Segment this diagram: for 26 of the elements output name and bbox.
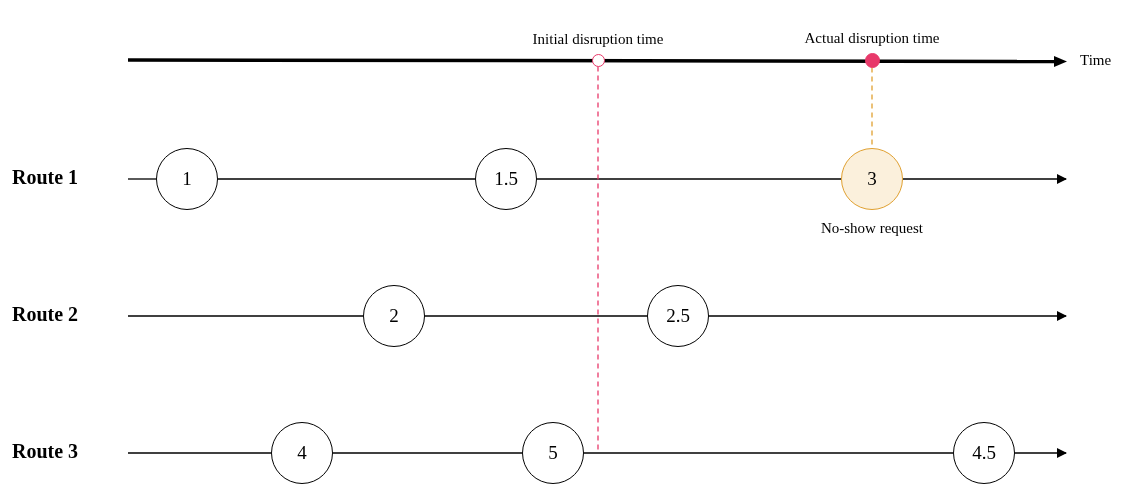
route-line	[583, 452, 954, 454]
route-line	[536, 178, 842, 180]
event-label: Initial disruption time	[532, 29, 664, 49]
route-line	[332, 452, 523, 454]
event-circle: 1	[156, 148, 218, 210]
route-label: Route 1	[12, 166, 79, 189]
event-circle: 4	[271, 422, 333, 484]
event-circle: 5	[522, 422, 584, 484]
route-label: Route 2	[12, 303, 79, 326]
route-line	[127, 452, 272, 454]
route-label: Route 3	[12, 440, 79, 463]
event-circle: 1.5	[475, 148, 537, 210]
arrow	[708, 311, 1067, 321]
event-circle: 2.5	[647, 285, 709, 347]
arrow	[902, 174, 1067, 184]
axis-label: Time	[1080, 52, 1112, 69]
event-circle: 3	[841, 148, 903, 210]
annotation-text: No-show request	[819, 220, 925, 237]
route-line	[127, 315, 364, 317]
route-line	[127, 178, 157, 180]
route-line	[424, 315, 648, 317]
route-line	[217, 178, 476, 180]
event-label: Actual disruption time	[804, 28, 940, 48]
arrow	[1014, 448, 1067, 458]
event-circle: 2	[363, 285, 425, 347]
event-circle: 4.5	[953, 422, 1015, 484]
